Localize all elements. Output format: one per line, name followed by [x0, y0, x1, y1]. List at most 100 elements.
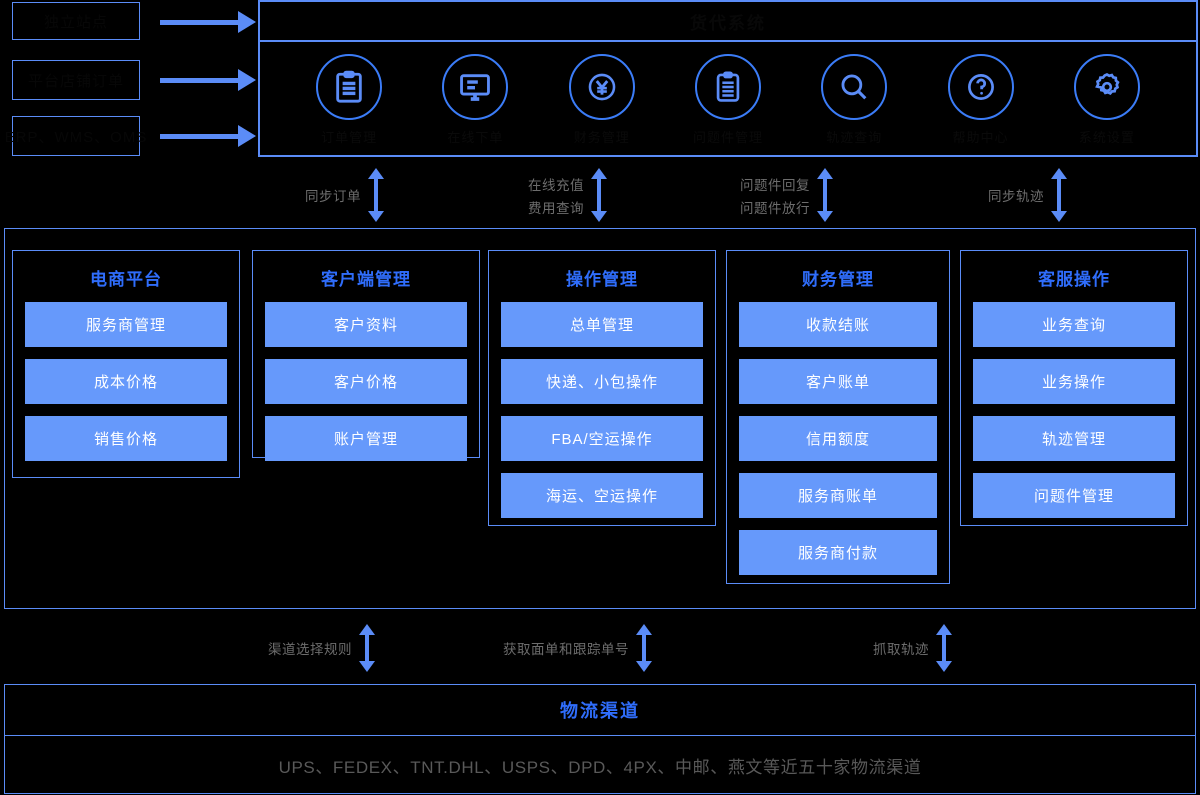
clipboard-icon	[316, 53, 383, 120]
header-nav-label: 在线下单	[447, 129, 504, 145]
source-box-3[interactable]: ERP、WMS、OMS	[5, 116, 146, 156]
module-item[interactable]: 服务商付款	[739, 530, 937, 575]
arrow-shaft	[160, 133, 238, 139]
module-item[interactable]: 信用额度	[739, 416, 937, 461]
gear-icon	[1073, 53, 1140, 120]
connector-label: 同步轨迹	[988, 189, 1044, 204]
panel-divider	[5, 735, 1195, 736]
connector-sync-orders: 同步订单	[305, 168, 384, 222]
module-item[interactable]: FBA/空运操作	[501, 416, 703, 461]
connector-issue-handling: 问题件回复 问题件放行	[740, 168, 833, 222]
flow-arrow-1	[160, 11, 256, 33]
source-box-2-label: 平台店铺订单	[27, 72, 124, 90]
module-item[interactable]: 轨迹管理	[973, 416, 1175, 461]
logistics-channel-title: 物流渠道	[560, 701, 640, 721]
module-item[interactable]: 服务商账单	[739, 473, 937, 518]
module-item[interactable]: 问题件管理	[973, 473, 1175, 518]
column-title: 财务管理	[802, 270, 874, 289]
flow-arrow-3	[160, 125, 256, 147]
module-item[interactable]: 客户账单	[739, 359, 937, 404]
arrow-shaft	[160, 19, 238, 25]
header-nav-item-settings[interactable]: 系统设置	[1055, 53, 1159, 146]
module-item[interactable]: 销售价格	[25, 416, 227, 461]
header-nav-item-tracking[interactable]: 轨迹查询	[802, 53, 906, 146]
header-nav-label: 财务管理	[573, 129, 630, 145]
module-item[interactable]: 快递、小包操作	[501, 359, 703, 404]
page-title: 货代系统	[690, 13, 766, 33]
double-arrow-icon	[936, 624, 952, 672]
connector-sync-tracking: 同步轨迹	[988, 168, 1067, 222]
connector-labels: 在线充值 费用查询	[528, 174, 584, 217]
connector-label: 同步订单	[305, 189, 361, 204]
header-nav-item-online-order[interactable]: 在线下单	[423, 53, 527, 146]
double-arrow-icon	[359, 624, 375, 672]
module-item[interactable]: 总单管理	[501, 302, 703, 347]
header-nav-label: 订单管理	[321, 129, 378, 145]
column-title: 电商平台	[90, 270, 162, 289]
header-icon-bar: 订单管理 在线下单	[260, 42, 1196, 157]
module-column-operations: 操作管理 总单管理 快递、小包操作 FBA/空运操作 海运、空运操作	[488, 250, 716, 526]
module-item[interactable]: 业务查询	[973, 302, 1175, 347]
logistics-channel-panel: 物流渠道 UPS、FEDEX、TNT.DHL、USPS、DPD、4PX、中邮、燕…	[4, 684, 1196, 794]
connector-channel-rules: 渠道选择规则	[268, 624, 375, 672]
module-item[interactable]: 客户价格	[265, 359, 467, 404]
header-nav-label: 问题件管理	[692, 129, 763, 145]
double-arrow-icon	[817, 168, 833, 222]
source-box-1-label: 独立站点	[43, 13, 108, 31]
header-nav-label: 轨迹查询	[826, 129, 883, 145]
header-nav-item-issues[interactable]: 问题件管理	[676, 53, 780, 146]
module-item[interactable]: 账户管理	[265, 416, 467, 461]
double-arrow-icon	[368, 168, 384, 222]
arrow-head	[238, 69, 256, 91]
arrow-head	[238, 11, 256, 33]
connector-labels: 问题件回复 问题件放行	[740, 174, 810, 217]
module-item[interactable]: 客户资料	[265, 302, 467, 347]
connector-label: 抓取轨迹	[873, 642, 929, 657]
column-title: 客户端管理	[321, 270, 411, 289]
connector-labels: 抓取轨迹	[873, 638, 929, 658]
connector-fetch-tracking: 抓取轨迹	[873, 624, 952, 672]
monitor-icon	[442, 53, 509, 120]
double-arrow-icon	[591, 168, 607, 222]
source-box-3-label: ERP、WMS、OMS	[4, 128, 148, 146]
arrow-head	[238, 125, 256, 147]
header-divider	[260, 40, 1196, 42]
connector-labels: 同步订单	[305, 185, 361, 205]
connector-label: 费用查询	[528, 200, 584, 216]
header-nav-item-help[interactable]: 帮助中心	[929, 53, 1033, 146]
question-mark-icon	[947, 53, 1014, 120]
module-item[interactable]: 业务操作	[973, 359, 1175, 404]
header-nav-item-finance[interactable]: 财务管理	[550, 53, 654, 146]
yen-currency-icon	[568, 53, 635, 120]
connector-labels: 获取面单和跟踪单号	[503, 638, 629, 658]
module-column-client-management: 客户端管理 客户资料 客户价格 账户管理	[252, 250, 480, 461]
module-item[interactable]: 成本价格	[25, 359, 227, 404]
clipboard-list-icon	[694, 53, 761, 120]
header-panel: 货代系统 订单管理	[258, 0, 1198, 157]
connector-label: 问题件回复	[740, 177, 810, 193]
module-column-finance: 财务管理 收款结账 客户账单 信用额度 服务商账单 服务商付款	[726, 250, 950, 584]
module-column-ecommerce: 电商平台 服务商管理 成本价格 销售价格	[12, 250, 240, 478]
arrow-shaft	[160, 77, 238, 83]
connector-label: 获取面单和跟踪单号	[503, 642, 629, 657]
column-title: 操作管理	[566, 270, 638, 289]
connector-recharge-fee: 在线充值 费用查询	[528, 168, 607, 222]
source-box-2[interactable]: 平台店铺订单	[12, 60, 140, 100]
header-nav-item-orders[interactable]: 订单管理	[297, 53, 401, 146]
module-item[interactable]: 收款结账	[739, 302, 937, 347]
header-nav-label: 帮助中心	[952, 129, 1009, 145]
carrier-list: UPS、FEDEX、TNT.DHL、USPS、DPD、4PX、中邮、燕文等近五十…	[278, 758, 922, 777]
module-item[interactable]: 海运、空运操作	[501, 473, 703, 518]
flow-arrow-2	[160, 69, 256, 91]
connector-label: 在线充值	[528, 177, 584, 193]
search-icon	[821, 53, 888, 120]
double-arrow-icon	[1051, 168, 1067, 222]
connector-labels: 渠道选择规则	[268, 638, 352, 658]
connector-label: 问题件放行	[740, 200, 810, 216]
source-box-1[interactable]: 独立站点	[12, 2, 140, 40]
connector-labels: 同步轨迹	[988, 185, 1044, 205]
connector-label-tracking-number: 获取面单和跟踪单号	[503, 624, 652, 672]
column-title: 客服操作	[1038, 270, 1110, 289]
module-item[interactable]: 服务商管理	[25, 302, 227, 347]
header-nav-label: 系统设置	[1078, 129, 1135, 145]
